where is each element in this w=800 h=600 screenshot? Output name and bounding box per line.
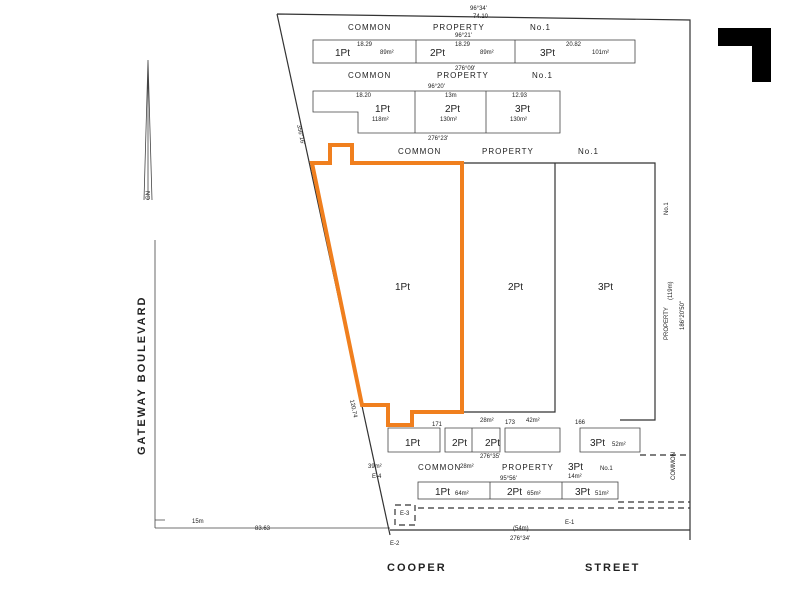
svg-text:PROPERTY: PROPERTY [482,147,534,156]
common-property-label-c: COMMON PROPERTY No.1 [398,147,599,156]
top-distance: 74.10 [473,14,489,20]
svg-text:276°35': 276°35' [480,454,500,460]
svg-text:E-1: E-1 [565,520,575,526]
right-no1-label: No.1 [664,202,670,215]
svg-text:PROPERTY: PROPERTY [437,71,489,80]
svg-text:1Pt: 1Pt [335,48,350,59]
svg-text:No.1: No.1 [578,147,599,156]
svg-text:E-3: E-3 [400,511,410,517]
common-property-label-b: COMMON PROPERTY No.1 [348,71,553,80]
lot-3-label: 3Pt [598,282,613,293]
svg-text:2Pt: 2Pt [445,104,460,115]
svg-text:130m²: 130m² [440,117,457,123]
svg-text:130m²: 130m² [510,117,527,123]
svg-text:3Pt: 3Pt [575,487,590,498]
site-boundary [276,13,691,540]
svg-text:20.82: 20.82 [566,42,582,48]
svg-text:173: 173 [505,420,516,426]
left-bearing: 356°16' [295,124,305,145]
svg-text:No.1: No.1 [530,23,551,32]
west-road-line [154,240,390,529]
svg-text:13m: 13m [445,93,457,99]
svg-text:E-2: E-2 [390,541,400,547]
right-bearing: 186°20'50" [680,301,686,330]
svg-text:No.1: No.1 [532,71,553,80]
svg-text:96°21': 96°21' [455,33,472,39]
svg-text:52m²: 52m² [612,442,626,448]
svg-text:39m²: 39m² [368,464,382,470]
svg-text:65m²: 65m² [527,491,541,497]
svg-text:2Pt: 2Pt [507,487,522,498]
svg-text:96°20': 96°20' [428,84,445,90]
svg-text:3Pt: 3Pt [515,104,530,115]
svg-text:COMMON: COMMON [398,147,441,156]
street-name-cooper: COOPER [387,562,447,574]
bottom-bearing: 276°34' [510,536,530,542]
svg-text:171: 171 [432,422,443,428]
svg-text:18.29: 18.29 [455,42,471,48]
svg-text:COMMON: COMMON [418,463,461,472]
svg-text:118m²: 118m² [372,117,389,123]
right-distance: (119m) [668,281,674,300]
svg-text:166: 166 [575,420,586,426]
scale-label: 15m [192,519,204,525]
street-name-gateway-boulevard: GATEWAY BOULEVARD [136,296,148,456]
north-arrow-icon: GN [143,59,153,201]
bottom-distance: (54m) [513,526,529,532]
common-property-label-a: COMMON PROPERTY No.1 [348,23,551,32]
svg-text:42m²: 42m² [526,418,540,424]
svg-text:COMMON: COMMON [348,71,391,80]
svg-text:276°23': 276°23' [428,136,448,142]
common-property-label-d: COMMON PROPERTY 3Pt 14m² No.1 COMMON [418,452,677,480]
svg-text:89m²: 89m² [480,50,494,56]
svg-text:2Pt: 2Pt [485,438,500,449]
unit-row-3: 1Pt 2Pt 2Pt 3Pt 52m² 28m² 42m² 39m² 28m²… [368,418,690,470]
svg-text:3Pt: 3Pt [568,462,583,473]
svg-text:No.1: No.1 [600,466,613,472]
left-distance: 120.74 [348,399,358,419]
svg-text:14m²: 14m² [568,474,582,480]
svg-text:PROPERTY: PROPERTY [502,463,554,472]
svg-text:3Pt: 3Pt [540,48,555,59]
svg-text:E-4: E-4 [372,474,382,480]
lot-2: 2Pt 3Pt [462,162,656,421]
west-measure: 83.63 [255,526,271,532]
svg-text:64m²: 64m² [455,491,469,497]
svg-text:1Pt: 1Pt [435,487,450,498]
svg-text:1Pt: 1Pt [405,438,420,449]
right-property-label: PROPERTY [664,307,670,340]
svg-text:COMMON: COMMON [348,23,391,32]
svg-text:28m²: 28m² [460,464,474,470]
unit-row-1: 1Pt 89m² 18.29 2Pt 89m² 18.29 3Pt 101m² … [312,33,636,72]
unit-row-4: 1Pt 64m² 2Pt 65m² 3Pt 51m² 95°56' [417,476,690,509]
unit-row-2: 1Pt 118m² 18.20 2Pt 130m² 13m 3Pt 130m² … [312,84,561,142]
lot-1-label: 1Pt [395,282,410,293]
street-name-street: STREET [585,562,640,574]
easement-labels: E-1 E-2 E-3 E-4 [372,474,575,547]
svg-text:COMMON: COMMON [671,452,677,480]
svg-text:276°09': 276°09' [455,66,475,72]
north-label: GN [146,191,152,200]
svg-text:18.20: 18.20 [356,93,372,99]
svg-text:89m²: 89m² [380,50,394,56]
svg-text:2Pt: 2Pt [508,282,523,293]
svg-text:18.29: 18.29 [357,42,373,48]
svg-text:28m²: 28m² [480,418,494,424]
svg-text:101m²: 101m² [592,50,609,56]
svg-text:2Pt: 2Pt [430,48,445,59]
svg-text:1Pt: 1Pt [375,104,390,115]
svg-text:12.93: 12.93 [512,93,528,99]
corner-mark [718,28,771,82]
top-bearing: 96°34' [470,6,487,12]
svg-text:95°56': 95°56' [500,476,517,482]
svg-text:2Pt: 2Pt [452,438,467,449]
svg-text:51m²: 51m² [595,491,609,497]
highlighted-lot-1-outline[interactable] [309,143,464,427]
svg-text:3Pt: 3Pt [590,438,605,449]
svg-text:PROPERTY: PROPERTY [433,23,485,32]
